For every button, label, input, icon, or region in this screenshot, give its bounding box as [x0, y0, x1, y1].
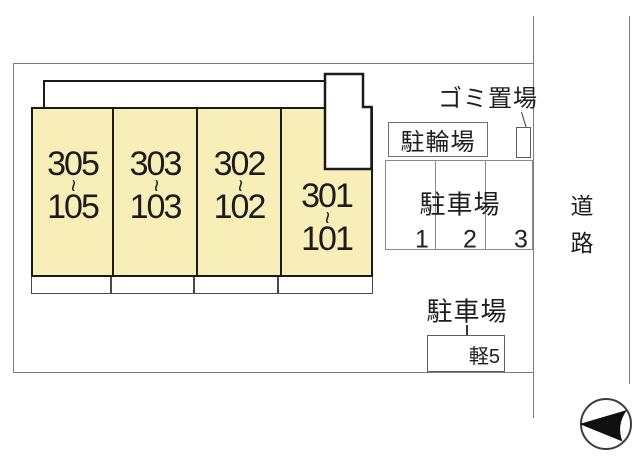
boundary-line-top: [13, 63, 534, 65]
building-units: 305 ~ 105 303 ~ 103 302 ~ 102 301 ~ 101: [31, 107, 373, 277]
balcony-divider: [277, 277, 279, 293]
unit-lower-number: 103: [129, 188, 183, 226]
unit-305-105: 305 ~ 105: [33, 109, 112, 275]
road-char-1: 道: [570, 193, 594, 219]
garbage-box: [516, 127, 531, 158]
north-arrow-icon: [579, 398, 632, 450]
balcony-divider: [193, 277, 195, 293]
bicycle-parking-label: 駐輪場: [400, 129, 476, 156]
boundary-line-left: [13, 63, 15, 373]
bicycle-parking-box: 駐輪場: [388, 122, 488, 157]
unit-range-tilde: ~: [314, 211, 340, 224]
stall-divider: [485, 161, 487, 249]
kei-stall-label: 軽5: [468, 346, 500, 368]
parking-kei-label: 駐車場: [426, 296, 508, 327]
boundary-line-bottom: [13, 372, 534, 374]
unit-303-103: 303 ~ 103: [112, 109, 196, 275]
unit-lower-number: 102: [213, 188, 267, 226]
unit-upper-number: 301: [301, 177, 354, 215]
boundary-line-right: [533, 16, 535, 418]
unit-lower-number: 101: [301, 220, 354, 258]
garbage-leader-line: [520, 112, 527, 128]
road-char-2: 路: [570, 230, 594, 256]
unit-lower-number: 105: [47, 188, 100, 226]
parking-lot-main: [385, 160, 533, 250]
parking-kei-tick: [466, 325, 468, 335]
stall-number-1: 1: [415, 225, 429, 254]
parking-main-label: 駐車場: [419, 189, 501, 220]
road-label: 道 路: [568, 187, 596, 258]
balcony-strip: [31, 277, 373, 294]
unit-range-tilde: ~: [60, 179, 86, 192]
stall-number-3: 3: [514, 225, 528, 254]
unit-range-tilde: ~: [143, 179, 169, 192]
stall-number-2: 2: [463, 225, 477, 254]
stairwell-notch: [323, 72, 373, 171]
unit-upper-number: 305: [47, 145, 100, 183]
building-corridor: [43, 80, 326, 109]
unit-range-tilde: ~: [227, 179, 253, 192]
balcony-divider: [110, 277, 112, 293]
road-edge-line: [629, 16, 631, 384]
garbage-area-label: ゴミ置場: [438, 85, 538, 113]
unit-upper-number: 302: [213, 145, 267, 183]
stall-divider: [435, 161, 437, 249]
kei-parking-box: 軽5: [427, 335, 505, 372]
unit-302-102: 302 ~ 102: [196, 109, 280, 275]
unit-upper-number: 303: [129, 145, 183, 183]
unit-301-101: 301 ~ 101: [280, 109, 371, 275]
